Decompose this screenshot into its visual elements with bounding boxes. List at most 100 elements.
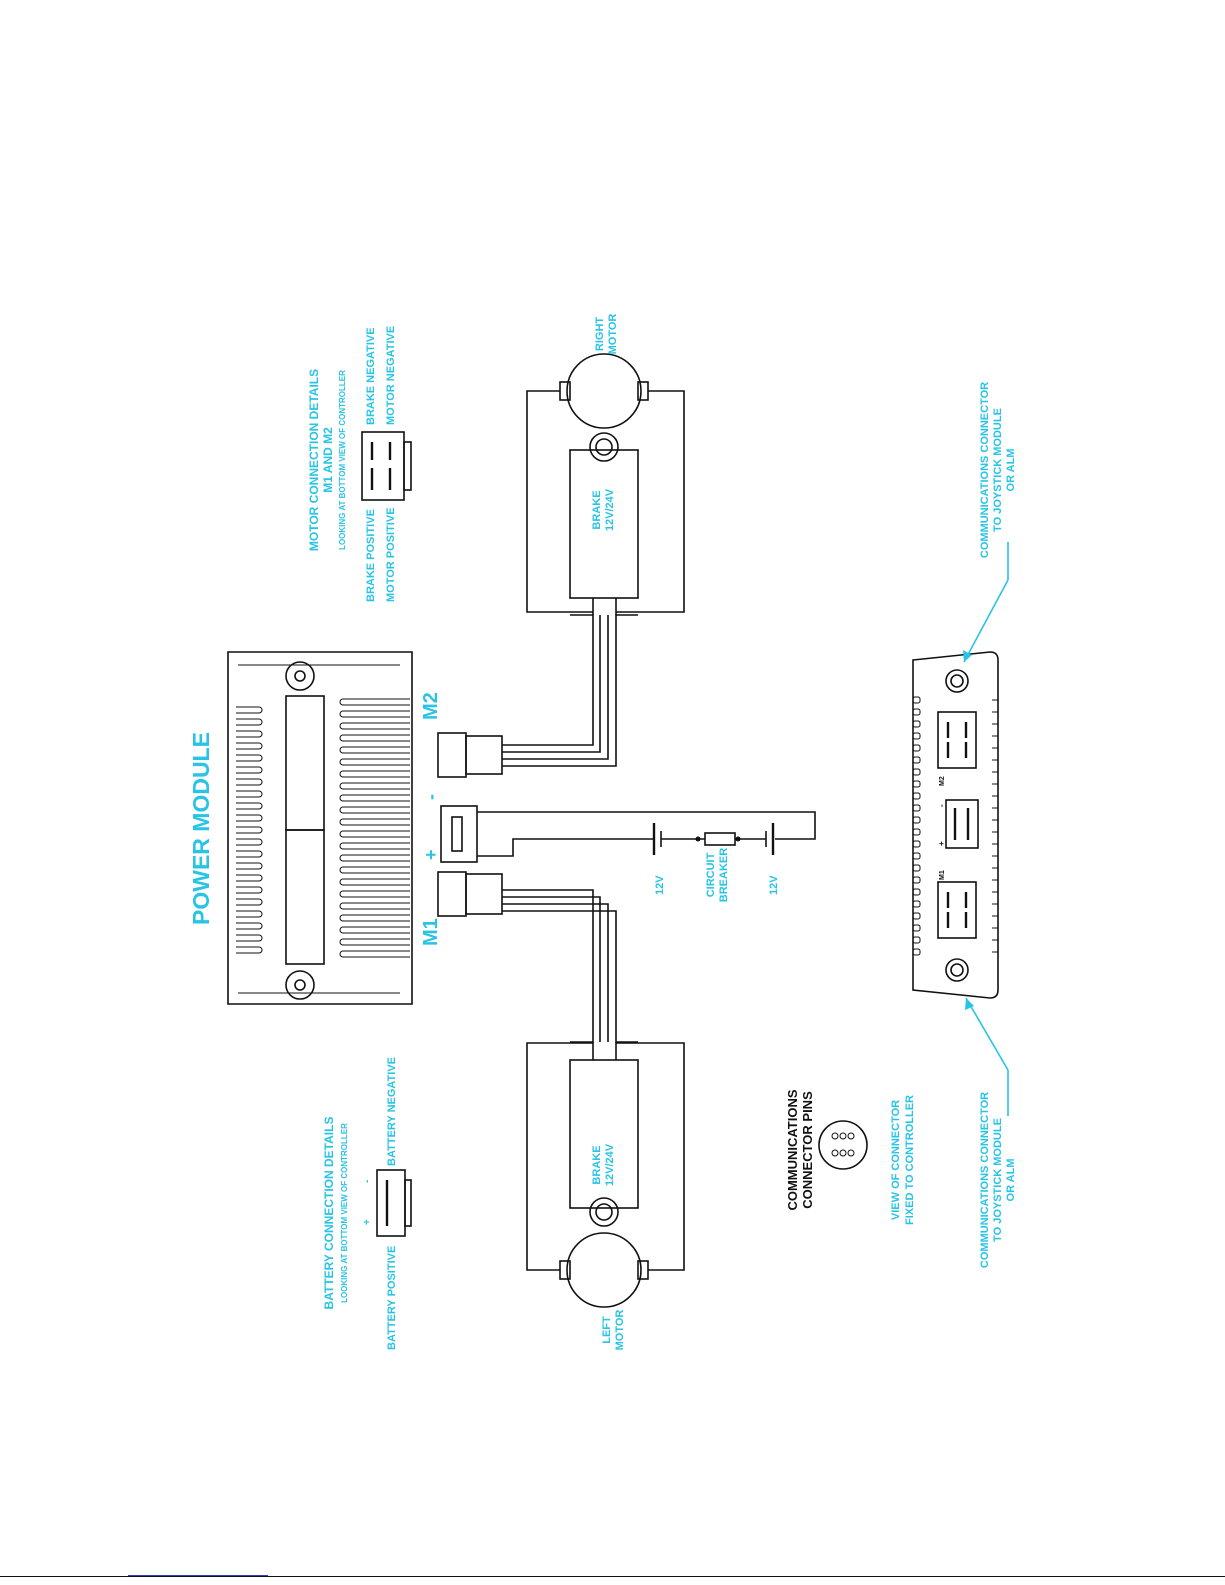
battery-detail-plus: + bbox=[362, 1219, 373, 1225]
bottom-view-vent bbox=[912, 876, 921, 884]
motor-negative-label: MOTOR NEGATIVE bbox=[385, 326, 397, 425]
heat-sink-fin bbox=[339, 782, 410, 790]
brake-positive-label: BRAKE POSITIVE bbox=[365, 509, 377, 602]
left-motor-label-1: LEFT bbox=[601, 1316, 613, 1344]
comm-view-label-1: VIEW OF CONNECTOR bbox=[890, 1100, 902, 1220]
bottom-view-vent bbox=[912, 732, 921, 740]
right-brake-label-1: BRAKE bbox=[591, 490, 603, 529]
motor-details-subtitle: M1 AND M2 bbox=[321, 427, 335, 493]
heat-sink-fin bbox=[339, 878, 410, 886]
m1-wiring bbox=[502, 889, 685, 1308]
power-module bbox=[227, 651, 413, 1005]
comm-callout-bottom-3: OR ALM bbox=[1005, 1159, 1017, 1202]
right-brake-label-2: 12V/24V bbox=[604, 488, 616, 531]
heat-sink-fin bbox=[339, 914, 410, 922]
heat-sink-fin bbox=[236, 718, 263, 726]
heat-sink-fin bbox=[236, 802, 263, 810]
m2-wiring bbox=[502, 353, 685, 767]
battery-2-voltage: 12V bbox=[768, 875, 780, 895]
battery-details-title: BATTERY CONNECTION DETAILS bbox=[322, 1117, 336, 1310]
bottom-view-vent bbox=[912, 804, 921, 812]
heat-sink-fin bbox=[339, 710, 410, 718]
heat-sink-fin bbox=[236, 790, 263, 798]
comm-pins-title-1: COMMUNICATIONS bbox=[785, 1089, 800, 1210]
bottom-view-vent bbox=[912, 924, 921, 932]
brake-negative-label: BRAKE NEGATIVE bbox=[365, 327, 377, 425]
bottom-view-minus: - bbox=[937, 804, 946, 807]
power-module-title: POWER MODULE bbox=[188, 732, 214, 925]
battery-details-note: LOOKING AT BOTTOM VIEW OF CONTROLLER bbox=[340, 1123, 349, 1303]
heat-sink-fin bbox=[339, 818, 410, 826]
left-motor-label-2: MOTOR bbox=[614, 1310, 626, 1351]
heat-sink-fin bbox=[236, 814, 263, 822]
heat-sink-fin bbox=[339, 830, 410, 838]
heat-sink-fin bbox=[236, 910, 263, 918]
heat-sink-fin bbox=[339, 854, 410, 862]
comm-callout-top-2: TO JOYSTICK MODULE bbox=[992, 408, 1004, 532]
heat-sink-fin bbox=[236, 946, 263, 954]
battery-1-voltage: 12V bbox=[654, 875, 666, 895]
m2-label: M2 bbox=[420, 692, 442, 720]
breaker-label-2: BREAKER bbox=[718, 848, 730, 902]
heat-sink-fin bbox=[236, 850, 263, 858]
comm-pins-title-2: CONNECTOR PINS bbox=[800, 1091, 815, 1209]
heat-sink-fin bbox=[339, 890, 410, 898]
plus-label: + bbox=[421, 849, 441, 860]
battery-positive-label: BATTERY POSITIVE bbox=[386, 1246, 398, 1350]
heat-sink-fin bbox=[236, 886, 263, 894]
bottom-view-vent bbox=[912, 708, 921, 716]
motor-positive-label: MOTOR POSITIVE bbox=[385, 507, 397, 602]
battery-negative-label: BATTERY NEGATIVE bbox=[386, 1057, 398, 1166]
bottom-view-vent bbox=[912, 828, 921, 836]
heat-sink-fin bbox=[339, 770, 410, 778]
bottom-view-vent bbox=[912, 780, 921, 788]
bottom-view-vent bbox=[912, 852, 921, 860]
bottom-view-vent bbox=[912, 936, 921, 944]
heat-sink-fin bbox=[339, 938, 410, 946]
bottom-view-m2: M2 bbox=[939, 776, 946, 786]
bottom-view-vent bbox=[912, 840, 921, 848]
footer-rule bbox=[0, 1576, 1225, 1577]
bottom-view-plus: + bbox=[937, 841, 946, 846]
heat-sink-fin bbox=[236, 862, 263, 870]
heat-sink-fin bbox=[339, 758, 410, 766]
heat-sink-fin bbox=[339, 950, 410, 958]
heat-sink-fin bbox=[236, 874, 263, 882]
comm-callout-bottom-2: TO JOYSTICK MODULE bbox=[992, 1118, 1004, 1242]
battery-circuit bbox=[477, 811, 816, 857]
bottom-view-vent bbox=[912, 768, 921, 776]
motor-details-title: MOTOR CONNECTION DETAILS bbox=[307, 369, 321, 551]
motor-details-note: LOOKING AT BOTTOM VIEW OF CONTROLLER bbox=[338, 370, 347, 550]
heat-sink-fin bbox=[339, 722, 410, 730]
bottom-view-vent bbox=[912, 900, 921, 908]
minus-label: - bbox=[421, 794, 441, 800]
bottom-view-vent bbox=[912, 948, 921, 956]
heat-sink-fin bbox=[236, 742, 263, 750]
motor-connector-detail bbox=[361, 431, 412, 501]
bottom-view-vent bbox=[912, 888, 921, 896]
comm-view-label-2: FIXED TO CONTROLLER bbox=[904, 1095, 916, 1225]
m1-label: M1 bbox=[420, 918, 442, 946]
heat-sink-fin bbox=[339, 842, 410, 850]
heat-sink-fin bbox=[236, 826, 263, 834]
bottom-view-vent bbox=[912, 720, 921, 728]
heat-sink-fin bbox=[339, 734, 410, 742]
controller-bottom-view bbox=[912, 651, 999, 999]
footer-link-underline[interactable] bbox=[128, 1575, 268, 1576]
right-motor-label-2: MOTOR bbox=[607, 314, 619, 355]
heat-sink-fin bbox=[339, 806, 410, 814]
heat-sink-fin bbox=[236, 934, 263, 942]
heat-sink-fin bbox=[339, 746, 410, 754]
bottom-view-vent bbox=[912, 696, 921, 704]
heat-sink-fin bbox=[339, 794, 410, 802]
bottom-view-vent bbox=[912, 912, 921, 920]
heat-sink-fin bbox=[236, 778, 263, 786]
bottom-view-vent bbox=[912, 756, 921, 764]
heat-sink-fin bbox=[236, 730, 263, 738]
heat-sink-fin bbox=[339, 902, 410, 910]
heat-sink-fin bbox=[339, 698, 410, 706]
left-brake-label-2: 12V/24V bbox=[604, 1143, 616, 1186]
heat-sink-fin bbox=[236, 766, 263, 774]
comm-callout-bottom-arrow bbox=[965, 997, 1009, 1116]
heat-sink-fin bbox=[339, 926, 410, 934]
